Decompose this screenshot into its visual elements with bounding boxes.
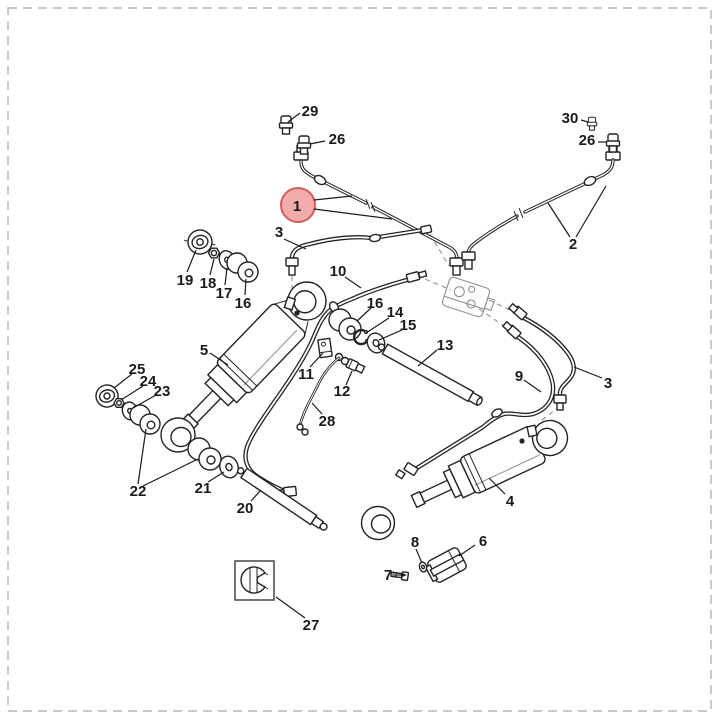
part-label-18: 18 [200, 275, 217, 292]
cylinder-4 [410, 419, 569, 509]
clamp-6 [424, 547, 467, 583]
insert-box-27 [234, 560, 275, 601]
part-label-16-left: 16 [235, 295, 252, 312]
fitting-26-left [296, 135, 312, 155]
part-label-5: 5 [200, 342, 208, 359]
wire-28 [296, 352, 350, 436]
cylinder-4-rod-eye [360, 505, 396, 541]
cylinder-5-rod-eye [160, 417, 196, 453]
fitting-26-right [605, 133, 621, 153]
part-label-17: 17 [216, 285, 233, 302]
washer-21 [219, 455, 239, 479]
leader-lines [113, 112, 607, 619]
cap-19 [183, 229, 216, 255]
cylinder-5-port-stud [283, 296, 297, 311]
sender-bracket-11 [317, 337, 333, 359]
tube-1 [293, 145, 464, 276]
nut-18 [207, 247, 221, 259]
callout-labels: 1 2 3 3 4 5 6 7 8 9 10 11 12 13 14 15 16… [129, 103, 613, 634]
part-label-28: 28 [319, 413, 336, 430]
plug-12 [345, 358, 366, 374]
part-label-21: 21 [195, 480, 212, 497]
fitting-29 [278, 115, 294, 135]
part-label-23: 23 [154, 383, 171, 400]
bushing-22-upper [129, 404, 161, 435]
hose-9 [394, 320, 556, 480]
hose-3-right [507, 302, 576, 411]
part-label-14: 14 [387, 304, 404, 321]
bushing-22-lower [187, 437, 222, 471]
part-label-9: 9 [515, 368, 523, 385]
part-label-13: 13 [437, 337, 454, 354]
part-label-19: 19 [177, 272, 194, 289]
manifold-ghost [441, 276, 496, 318]
washer-8 [418, 561, 428, 573]
nut-24 [113, 397, 125, 409]
part-label-30: 30 [562, 110, 579, 127]
cylinder-5-port-bolt [294, 310, 300, 316]
part-label-8: 8 [411, 534, 419, 551]
cylinder-5 [180, 281, 327, 432]
part-label-12: 12 [334, 383, 351, 400]
part-label-25: 25 [129, 361, 146, 378]
part-label-24: 24 [140, 373, 157, 390]
part-label-10: 10 [330, 263, 347, 280]
part-label-20: 20 [237, 500, 254, 517]
bushing-16-right [328, 308, 362, 341]
part-label-11: 11 [298, 366, 314, 383]
part-label-4: 4 [506, 493, 515, 510]
part-label-2: 2 [569, 236, 577, 253]
part-label-3-left: 3 [275, 224, 283, 241]
highlight-circle-part-1 [280, 187, 316, 223]
fitting-30 [586, 116, 598, 131]
part-label-26-left: 26 [329, 131, 346, 148]
part-label-6: 6 [479, 533, 487, 550]
part-label-15: 15 [400, 317, 417, 334]
cylinder-4-port-stud [526, 424, 538, 438]
part-label-1: 1 [293, 198, 301, 215]
part-label-22: 22 [130, 483, 147, 500]
part-label-26-right: 26 [579, 132, 596, 149]
cylinder-4-port-bolt [519, 438, 525, 444]
tube-2 [461, 145, 621, 270]
part-label-7: 7 [384, 567, 392, 584]
part-label-3-right: 3 [604, 375, 612, 392]
page-dashed-border [7, 7, 712, 712]
part-label-16-right: 16 [367, 295, 384, 312]
rod-20 [236, 467, 328, 531]
part-label-29: 29 [302, 103, 319, 120]
bushing-16-left [226, 252, 259, 283]
part-label-27: 27 [303, 617, 320, 634]
hose-3-left [285, 224, 433, 276]
rod-13 [377, 343, 483, 407]
cap-25 [95, 384, 119, 408]
